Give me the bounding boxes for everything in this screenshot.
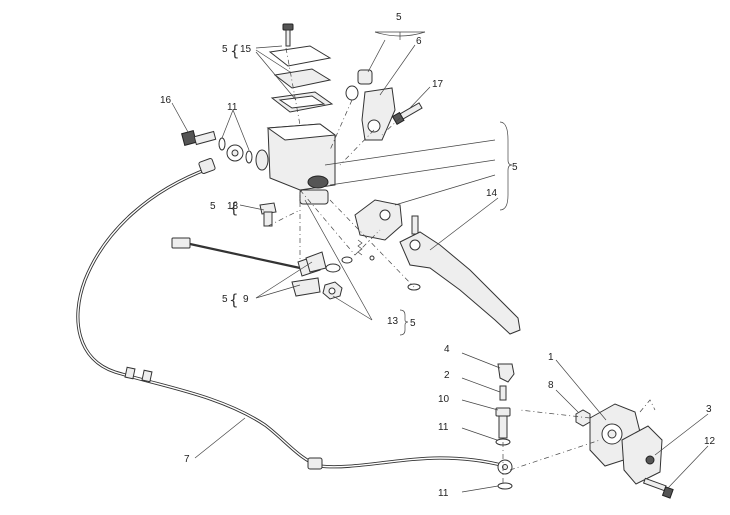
- callout-8: 8: [548, 380, 554, 391]
- callout-7: 7: [184, 454, 190, 465]
- callout-11-top: 11: [227, 102, 238, 113]
- hose-upper-fitting: [198, 158, 216, 174]
- callout-9: 9: [243, 294, 249, 305]
- slave-cover-3: [621, 425, 663, 485]
- callout-11-low: 11: [438, 488, 449, 499]
- cap-plug: [357, 69, 373, 85]
- screw-13: [259, 202, 277, 227]
- lever-pivot-block: [354, 199, 403, 241]
- hose-crimp-fitting: [307, 457, 323, 470]
- callout-5-low-right: 5: [410, 318, 416, 329]
- callout-5-left-top: 5: [222, 44, 228, 55]
- clutch-hose: [76, 144, 513, 475]
- handlebar-clamp-6: [361, 87, 396, 141]
- clutch-switch-9: [291, 251, 327, 297]
- callout-6: 6: [416, 36, 422, 47]
- callout-15: 15: [240, 44, 252, 55]
- nut-13-low: [322, 281, 343, 300]
- cover-screw-12: [642, 477, 674, 499]
- callout-13-low: 13: [387, 316, 399, 327]
- svg-text:{: {: [230, 42, 240, 60]
- sealing-washer-11b: [245, 150, 253, 164]
- banjo-bolt-10: [495, 407, 511, 439]
- switch-cable: [171, 237, 321, 277]
- svg-text:{: {: [229, 199, 239, 217]
- sealing-washer-11d: [497, 482, 513, 490]
- hose-ferrule-left: [124, 366, 136, 380]
- clutch-lever-14: [399, 231, 521, 335]
- callout-3: 3: [706, 404, 712, 415]
- bleed-cap-4: [497, 363, 515, 383]
- callout-5-right: 5: [512, 162, 518, 173]
- banjo-bolt-16: [181, 130, 217, 146]
- callout-14: 14: [486, 188, 498, 199]
- grouping-brackets: { { {: [229, 31, 513, 336]
- o-ring: [345, 85, 359, 101]
- callout-12: 12: [704, 436, 716, 447]
- callout-2: 2: [444, 370, 450, 381]
- callout-10: 10: [438, 394, 450, 405]
- assembly-centerlines: [267, 47, 656, 486]
- bleed-valve-2: [499, 385, 507, 401]
- piston-seal-8: [575, 409, 591, 427]
- callout-5-left-low: 5: [222, 294, 228, 305]
- svg-text:{: {: [229, 291, 239, 309]
- washer-small: [341, 256, 353, 264]
- callout-labels: 5 5 15 6 17 16 11 5 14 5 13 5 9 13 5 4 1…: [160, 12, 716, 499]
- leader-lines: [171, 31, 709, 493]
- clamp-screw-17: [391, 102, 423, 126]
- detent-ball: [369, 255, 375, 261]
- pivot-pin: [411, 215, 419, 235]
- hose-ferrule-right: [141, 369, 153, 383]
- callout-13-left: 13: [227, 201, 239, 212]
- callout-17: 17: [432, 79, 444, 90]
- callout-16: 16: [160, 95, 172, 106]
- callout-1: 1: [548, 352, 554, 363]
- washer-mid: [325, 263, 341, 273]
- lever-spring: [357, 239, 363, 256]
- callout-11-mid: 11: [438, 422, 449, 433]
- callout-4: 4: [444, 344, 450, 355]
- reservoir-cap-stack: [268, 23, 334, 113]
- callout-5-top: 5: [396, 12, 402, 23]
- callout-5-left-mid: 5: [210, 201, 216, 212]
- sealing-washer-11a: [218, 137, 226, 151]
- master-cylinder-body: [255, 123, 337, 205]
